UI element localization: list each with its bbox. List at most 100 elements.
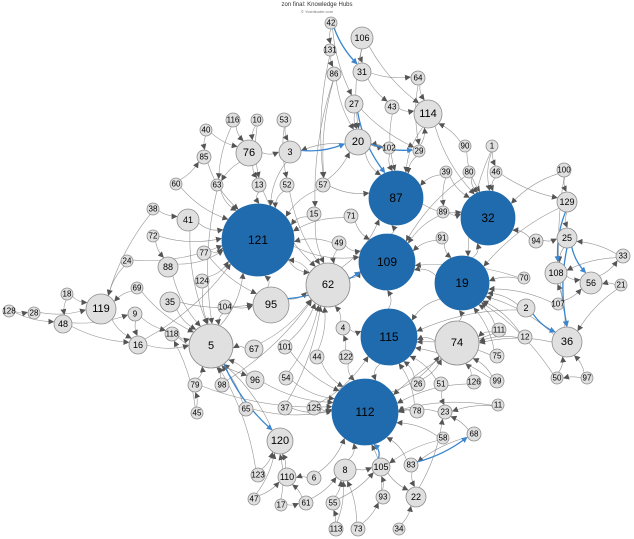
node-20[interactable]: 20	[344, 128, 372, 156]
node-77[interactable]: 77	[196, 245, 212, 261]
node-131[interactable]: 131	[323, 43, 337, 57]
node-54[interactable]: 54	[278, 370, 294, 386]
node-73[interactable]: 73	[350, 521, 366, 537]
node-88[interactable]: 88	[157, 256, 179, 278]
node-23[interactable]: 23	[437, 404, 453, 420]
node-56[interactable]: 56	[579, 271, 603, 295]
node-25[interactable]: 25	[556, 227, 578, 249]
node-26[interactable]: 26	[410, 376, 426, 392]
node-44[interactable]: 44	[309, 349, 325, 365]
node-41[interactable]: 41	[176, 208, 200, 232]
node-42[interactable]: 42	[324, 16, 338, 30]
node-18[interactable]: 18	[60, 287, 74, 301]
node-118[interactable]: 118	[164, 326, 180, 342]
node-8[interactable]: 8	[333, 458, 357, 482]
node-99[interactable]: 99	[489, 373, 505, 389]
node-55[interactable]: 55	[325, 495, 341, 511]
node-49[interactable]: 49	[331, 235, 347, 251]
node-45[interactable]: 45	[190, 406, 204, 420]
node-89[interactable]: 89	[436, 205, 450, 219]
node-61[interactable]: 61	[298, 495, 314, 511]
node-129[interactable]: 129	[556, 191, 578, 213]
node-102[interactable]: 102	[382, 141, 396, 155]
node-34[interactable]: 34	[392, 522, 406, 536]
node-28[interactable]: 28	[27, 306, 41, 320]
node-10[interactable]: 10	[250, 113, 264, 127]
node-116[interactable]: 116	[225, 112, 241, 128]
node-96[interactable]: 96	[245, 370, 265, 390]
node-29[interactable]: 29	[412, 144, 426, 158]
node-64[interactable]: 64	[410, 70, 426, 86]
node-90[interactable]: 90	[458, 139, 472, 153]
node-68[interactable]: 68	[466, 426, 482, 442]
node-5[interactable]: 5	[188, 323, 234, 369]
node-121[interactable]: 121	[221, 203, 295, 277]
node-69[interactable]: 69	[130, 281, 144, 295]
node-43[interactable]: 43	[384, 99, 400, 115]
node-79[interactable]: 79	[187, 377, 203, 393]
node-111[interactable]: 111	[491, 322, 507, 338]
node-40[interactable]: 40	[199, 123, 213, 137]
node-122[interactable]: 122	[338, 349, 354, 365]
node-67[interactable]: 67	[244, 339, 264, 359]
node-38[interactable]: 38	[146, 202, 160, 216]
node-100[interactable]: 100	[556, 162, 572, 178]
node-71[interactable]: 71	[343, 208, 359, 224]
node-9[interactable]: 9	[127, 306, 143, 322]
node-35[interactable]: 35	[159, 291, 181, 313]
node-119[interactable]: 119	[85, 293, 117, 325]
node-16[interactable]: 16	[128, 335, 148, 355]
node-53[interactable]: 53	[276, 112, 292, 128]
node-115[interactable]: 115	[360, 308, 418, 366]
node-80[interactable]: 80	[462, 165, 476, 179]
node-104[interactable]: 104	[217, 299, 233, 315]
node-120[interactable]: 120	[266, 427, 294, 455]
node-39[interactable]: 39	[439, 165, 453, 179]
node-112[interactable]: 112	[331, 378, 399, 446]
node-94[interactable]: 94	[528, 233, 544, 249]
node-63[interactable]: 63	[210, 178, 224, 192]
node-65[interactable]: 65	[238, 401, 254, 417]
node-50[interactable]: 50	[550, 371, 564, 385]
node-57[interactable]: 57	[315, 177, 331, 193]
node-85[interactable]: 85	[196, 149, 212, 165]
node-125[interactable]: 125	[306, 400, 322, 416]
node-126[interactable]: 126	[466, 374, 482, 390]
node-27[interactable]: 27	[344, 94, 364, 114]
node-21[interactable]: 21	[614, 278, 628, 292]
node-31[interactable]: 31	[352, 62, 372, 82]
node-72[interactable]: 72	[146, 229, 160, 243]
node-11[interactable]: 11	[491, 398, 505, 412]
node-98[interactable]: 98	[214, 377, 230, 393]
node-76[interactable]: 76	[235, 139, 263, 167]
node-32[interactable]: 32	[460, 190, 516, 246]
node-52[interactable]: 52	[279, 177, 295, 193]
node-13[interactable]: 13	[251, 177, 267, 193]
node-12[interactable]: 12	[517, 329, 533, 345]
node-4[interactable]: 4	[335, 320, 351, 336]
node-19[interactable]: 19	[434, 255, 490, 311]
node-37[interactable]: 37	[277, 400, 293, 416]
node-33[interactable]: 33	[615, 248, 631, 264]
node-22[interactable]: 22	[405, 486, 427, 508]
node-6[interactable]: 6	[306, 470, 322, 486]
node-123[interactable]: 123	[250, 467, 266, 483]
node-86[interactable]: 86	[326, 66, 342, 82]
node-70[interactable]: 70	[517, 271, 531, 285]
node-47[interactable]: 47	[247, 492, 261, 506]
node-108[interactable]: 108	[544, 261, 568, 285]
node-78[interactable]: 78	[409, 403, 425, 419]
node-46[interactable]: 46	[489, 165, 503, 179]
node-114[interactable]: 114	[413, 99, 443, 129]
node-91[interactable]: 91	[435, 231, 449, 245]
node-124[interactable]: 124	[194, 273, 210, 289]
node-58[interactable]: 58	[436, 431, 450, 445]
node-107[interactable]: 107	[551, 297, 565, 311]
node-75[interactable]: 75	[489, 348, 505, 364]
node-83[interactable]: 83	[403, 457, 419, 473]
node-109[interactable]: 109	[358, 233, 416, 291]
node-87[interactable]: 87	[368, 170, 424, 226]
node-106[interactable]: 106	[350, 26, 374, 50]
node-3[interactable]: 3	[278, 140, 302, 164]
node-62[interactable]: 62	[305, 262, 351, 308]
